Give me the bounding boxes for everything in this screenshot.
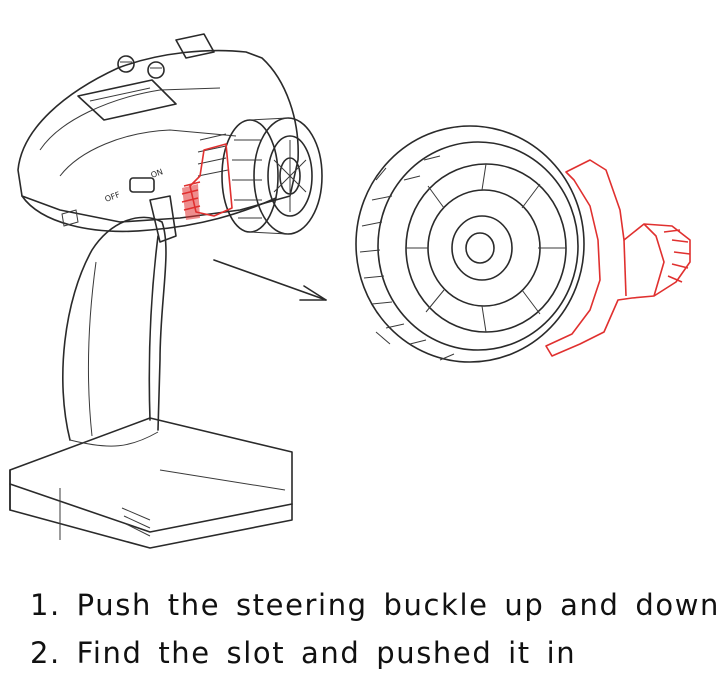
illustration: OFF ON [9, 33, 691, 549]
transmitter-drawing: OFF ON [9, 33, 299, 549]
instruction-diagram: OFF ON [9, 33, 718, 670]
direction-arrow-icon [213, 259, 327, 301]
steering-buckle-drawing [545, 159, 691, 357]
step-2-text: 2. Find the slot and pushed it in [30, 636, 577, 670]
step-1-text: 1. Push the steering buckle up and down [30, 588, 720, 622]
switch-off-label: OFF [104, 190, 122, 204]
switch-on-label: ON [150, 167, 165, 180]
steering-wheel-drawing [355, 125, 585, 363]
mounted-buckle-drawing [181, 143, 233, 220]
mounted-wheel-drawing [221, 117, 323, 235]
